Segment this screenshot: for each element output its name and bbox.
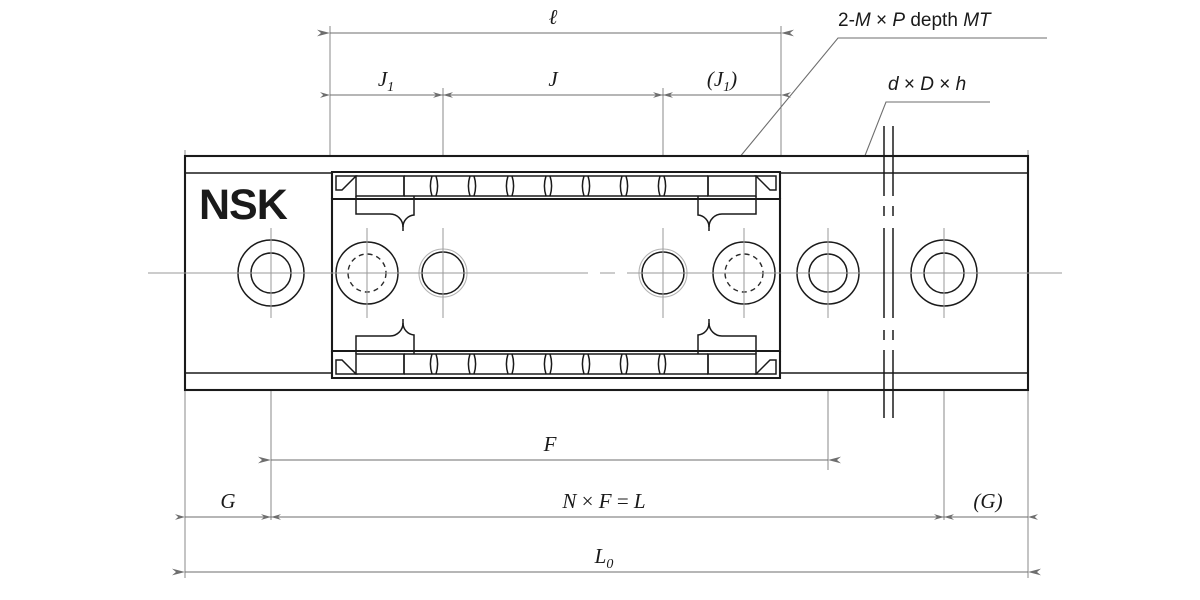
- dimension-label-G-right: (G): [973, 489, 1002, 513]
- dimension-F: F: [258, 432, 841, 464]
- dimension-label-L0: L0: [594, 544, 614, 572]
- dimension-j-chain: J1 J (J1): [320, 67, 791, 98]
- note-label-tapped-hole: 2-M × P depth MT: [838, 10, 992, 31]
- dimension-label-G-left: G: [220, 489, 235, 513]
- dimension-label-j1-right: (J1): [707, 67, 737, 95]
- block-bottom-endcap: [330, 351, 782, 380]
- endcap-corner-top-right: [697, 175, 777, 231]
- break-line: [883, 126, 894, 418]
- endcap-corner-bottom-right: [697, 319, 777, 375]
- carriage-block: [330, 170, 782, 380]
- dimension-label-ell: ℓ: [549, 5, 558, 29]
- endcap-corner-bottom-left: [335, 319, 415, 375]
- endcap-corner-top-left: [335, 175, 415, 231]
- note-label-rail-hole: d × D × h: [888, 74, 966, 95]
- ball-chain-separators-bottom: [429, 353, 667, 375]
- dimension-L0: L0: [172, 544, 1041, 576]
- dimension-label-j: J: [548, 67, 559, 91]
- dimension-span-chain: G N × F = L (G): [175, 489, 1038, 520]
- dimension-ell: ℓ: [317, 5, 794, 37]
- dimension-label-F: F: [543, 432, 557, 456]
- block-top-endcap: [330, 170, 782, 199]
- center-lines: [148, 228, 1062, 318]
- ball-chain-bottom: [403, 353, 709, 375]
- nsk-logo: NSK: [199, 181, 288, 229]
- ball-chain-top: [403, 175, 709, 197]
- ball-chain-separators-top: [429, 175, 667, 197]
- dimension-label-NxF: N × F = L: [561, 489, 645, 513]
- dimension-label-j1-left: J1: [378, 67, 394, 95]
